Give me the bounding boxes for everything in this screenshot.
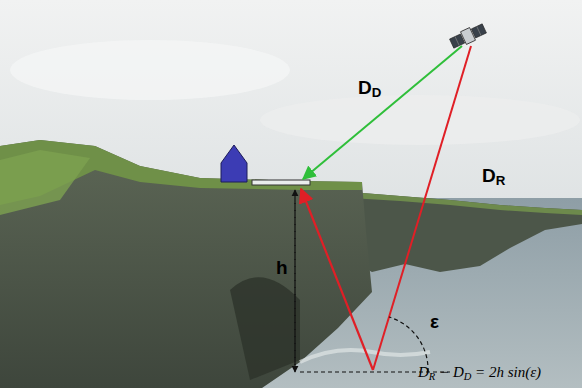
grass-slope [0, 150, 90, 215]
reflected-signal-out [301, 189, 373, 370]
height-dimension [294, 200, 295, 372]
cloud [260, 95, 580, 145]
reflected-signal-in [373, 46, 471, 370]
direct-signal [303, 46, 462, 179]
distant-cliffs [350, 192, 582, 272]
cloud [10, 40, 290, 100]
satellite [449, 22, 488, 50]
angle-label: ε [430, 312, 439, 331]
distance-label: DD [358, 78, 381, 97]
elevation-arc [389, 317, 428, 372]
house [221, 145, 247, 182]
cave [230, 277, 300, 380]
equation: DR − DD = 2h sin(ε) [418, 365, 541, 380]
main-cliff [0, 140, 372, 388]
distant-grass [350, 192, 582, 215]
distance-label: DR [482, 166, 505, 185]
antenna [252, 180, 310, 185]
height-label: h [276, 258, 288, 277]
